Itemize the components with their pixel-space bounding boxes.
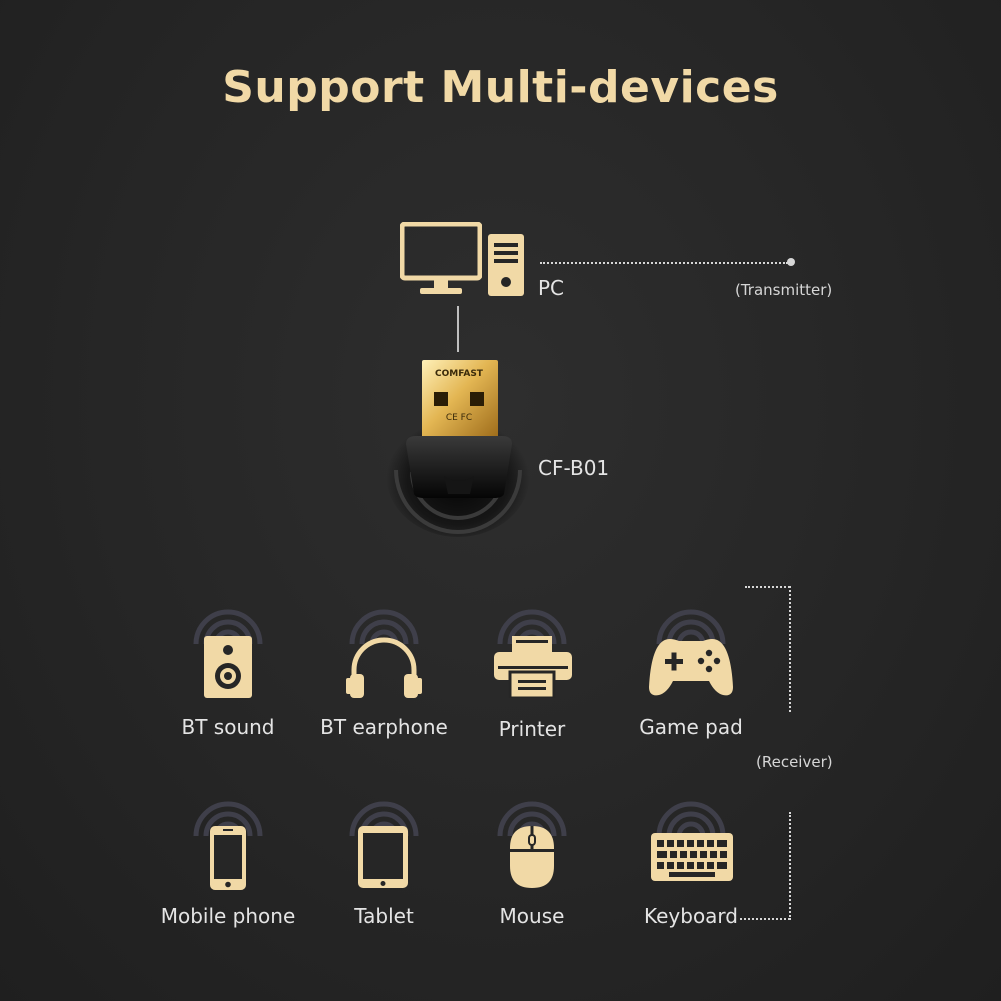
page-title: Support Multi-devices <box>222 62 779 113</box>
pc-adapter-connector <box>457 306 459 352</box>
receiver-bracket-lower <box>789 812 791 920</box>
device-label-mobile-phone: Mobile phone <box>160 904 296 928</box>
adapter-brand-label: COMFAST <box>435 369 483 379</box>
transmitter-label: (Transmitter) <box>735 281 833 299</box>
transmitter-dotted-line <box>540 262 788 264</box>
receiver-label: (Receiver) <box>756 753 833 771</box>
tablet-icon <box>358 826 408 888</box>
device-label-tablet: Tablet <box>354 904 414 928</box>
pc-label: PC <box>538 276 565 300</box>
adapter-model-label: CF-B01 <box>538 456 610 480</box>
device-label-bt-sound: BT sound <box>181 715 275 739</box>
usb-adapter-icon <box>404 358 514 498</box>
gamepad-icon <box>649 637 733 697</box>
device-label-bt-earphone: BT earphone <box>320 715 448 739</box>
headphones-icon <box>346 634 422 700</box>
device-label-printer: Printer <box>498 717 566 741</box>
signal-wave-icon <box>655 594 727 646</box>
pc-tower-icon <box>488 234 524 296</box>
printer-icon <box>494 636 572 698</box>
device-label-mouse: Mouse <box>499 904 565 928</box>
receiver-bracket-bottom <box>740 918 790 920</box>
receiver-bracket-top <box>745 586 790 588</box>
transmitter-line-end-dot <box>787 258 795 266</box>
speaker-icon <box>204 636 252 698</box>
device-label-keyboard: Keyboard <box>643 904 738 928</box>
monitor-icon <box>400 222 482 296</box>
receiver-bracket-upper <box>789 586 791 712</box>
signal-wave-icon <box>655 786 727 838</box>
keyboard-icon <box>651 833 733 881</box>
mouse-icon <box>510 826 554 888</box>
device-label-game-pad: Game pad <box>639 715 743 739</box>
adapter-certification-marks: CE FC <box>445 413 473 423</box>
mobile-phone-icon <box>210 826 246 890</box>
